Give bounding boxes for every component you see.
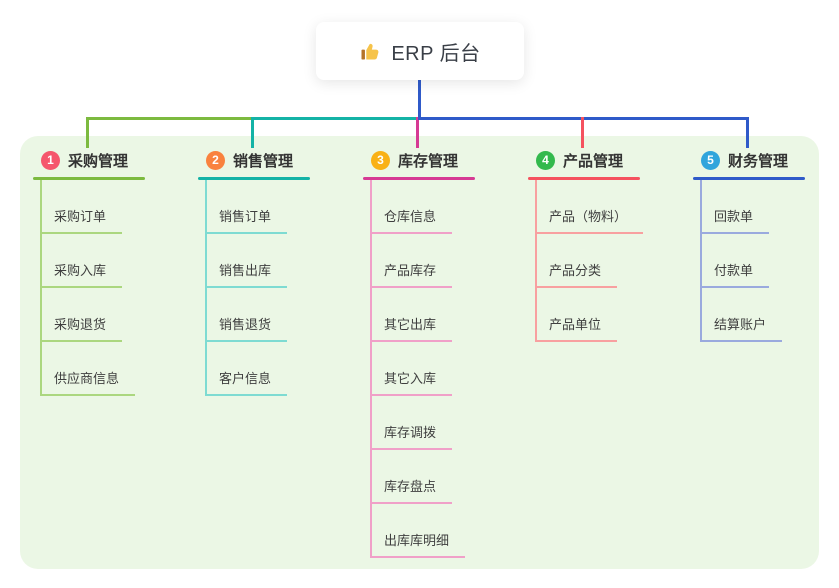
child-node-label: 仓库信息 <box>370 206 453 234</box>
child-node-label: 其它出库 <box>370 314 453 342</box>
branch-node-3[interactable]: 3 库存管理 <box>363 146 528 174</box>
child-node-label: 销售订单 <box>205 206 288 234</box>
connector-trunk-segment-2 <box>251 117 416 120</box>
branch-column-3: 3 库存管理仓库信息产品库存其它出库其它入库库存调拨库存盘点出库库明细 <box>363 146 528 558</box>
child-node-label: 采购订单 <box>40 206 123 234</box>
branch-label: 财务管理 <box>728 152 789 170</box>
child-node[interactable]: 库存盘点 <box>370 450 528 504</box>
child-node[interactable]: 产品单位 <box>535 288 693 342</box>
child-node-label: 其它入库 <box>370 368 453 396</box>
thumbs-up-icon <box>361 43 379 60</box>
child-node[interactable]: 销售订单 <box>205 180 363 234</box>
child-node-label: 库存盘点 <box>370 476 453 504</box>
branch-index-badge: 3 <box>371 150 390 170</box>
connector-trunk-segment-1 <box>86 117 251 120</box>
connector-branch-drop-2 <box>251 117 254 148</box>
branch-node-4[interactable]: 4 产品管理 <box>528 146 693 174</box>
child-node[interactable]: 结算账户 <box>700 288 839 342</box>
child-node[interactable]: 其它出库 <box>370 288 528 342</box>
branch-children-4: 产品（物料） 产品分类产品单位 <box>535 180 693 342</box>
child-node-label: 客户信息 <box>205 368 288 396</box>
root-node-label: ERP 后台 <box>391 42 481 65</box>
branch-label: 库存管理 <box>398 152 459 170</box>
branch-index-badge: 2 <box>206 150 225 170</box>
child-node-label: 回款单 <box>700 206 770 234</box>
branch-underline <box>198 177 310 180</box>
branch-index-badge: 5 <box>701 150 720 170</box>
connector-branch-drop-4 <box>581 117 584 148</box>
branch-node-1[interactable]: 1 采购管理 <box>33 146 198 174</box>
branch-children-3: 仓库信息产品库存其它出库其它入库库存调拨库存盘点出库库明细 <box>370 180 528 558</box>
branch-column-4: 4 产品管理产品（物料） 产品分类产品单位 <box>528 146 693 342</box>
branch-node-2[interactable]: 2 销售管理 <box>198 146 363 174</box>
child-node[interactable]: 库存调拨 <box>370 396 528 450</box>
child-node-label: 库存调拨 <box>370 422 453 450</box>
branch-underline <box>528 177 640 180</box>
child-node[interactable]: 产品库存 <box>370 234 528 288</box>
branch-children-1: 采购订单采购入库采购退货供应商信息 <box>40 180 198 396</box>
connector-branch-drop-1 <box>86 117 89 148</box>
child-node[interactable]: 销售出库 <box>205 234 363 288</box>
child-node-label: 产品（物料） <box>535 206 644 234</box>
child-node-label: 结算账户 <box>700 314 783 342</box>
branch-label: 采购管理 <box>68 152 129 170</box>
branch-index-badge: 1 <box>41 150 60 170</box>
branch-column-1: 1 采购管理采购订单采购入库采购退货供应商信息 <box>33 146 198 396</box>
root-node[interactable]: ERP 后台 <box>316 22 524 80</box>
connector-branch-drop-5 <box>746 117 749 148</box>
child-node-label: 销售退货 <box>205 314 288 342</box>
branch-underline <box>33 177 145 180</box>
child-node-label: 出库库明细 <box>370 530 466 558</box>
mindmap-panel <box>20 136 819 569</box>
child-node-label: 产品库存 <box>370 260 453 288</box>
child-node-label: 销售出库 <box>205 260 288 288</box>
branch-index-badge: 4 <box>536 150 555 170</box>
child-node[interactable]: 付款单 <box>700 234 839 288</box>
branch-node-5[interactable]: 5 财务管理 <box>693 146 839 174</box>
branch-underline <box>363 177 475 180</box>
child-node-label: 采购入库 <box>40 260 123 288</box>
connector-root-vertical <box>418 80 421 120</box>
child-node[interactable]: 供应商信息 <box>40 342 198 396</box>
child-node[interactable]: 产品（物料） <box>535 180 693 234</box>
child-node[interactable]: 采购入库 <box>40 234 198 288</box>
branch-column-2: 2 销售管理销售订单销售出库销售退货客户信息 <box>198 146 363 396</box>
child-node[interactable]: 产品分类 <box>535 234 693 288</box>
child-node-label: 供应商信息 <box>40 368 136 396</box>
child-node-label: 采购退货 <box>40 314 123 342</box>
branch-label: 产品管理 <box>563 152 624 170</box>
branch-column-5: 5 财务管理回款单付款单结算账户 <box>693 146 839 342</box>
child-node[interactable]: 客户信息 <box>205 342 363 396</box>
child-node-label: 产品单位 <box>535 314 618 342</box>
child-node-label: 产品分类 <box>535 260 618 288</box>
child-node[interactable]: 销售退货 <box>205 288 363 342</box>
child-node[interactable]: 采购退货 <box>40 288 198 342</box>
child-node[interactable]: 回款单 <box>700 180 839 234</box>
child-node[interactable]: 其它入库 <box>370 342 528 396</box>
child-node[interactable]: 仓库信息 <box>370 180 528 234</box>
branch-children-5: 回款单付款单结算账户 <box>700 180 839 342</box>
child-node-label: 付款单 <box>700 260 770 288</box>
child-node[interactable]: 采购订单 <box>40 180 198 234</box>
connector-branch-drop-3 <box>416 117 419 148</box>
branch-underline <box>693 177 805 180</box>
branch-children-2: 销售订单销售出库销售退货客户信息 <box>205 180 363 396</box>
branch-label: 销售管理 <box>233 152 294 170</box>
child-node[interactable]: 出库库明细 <box>370 504 528 558</box>
